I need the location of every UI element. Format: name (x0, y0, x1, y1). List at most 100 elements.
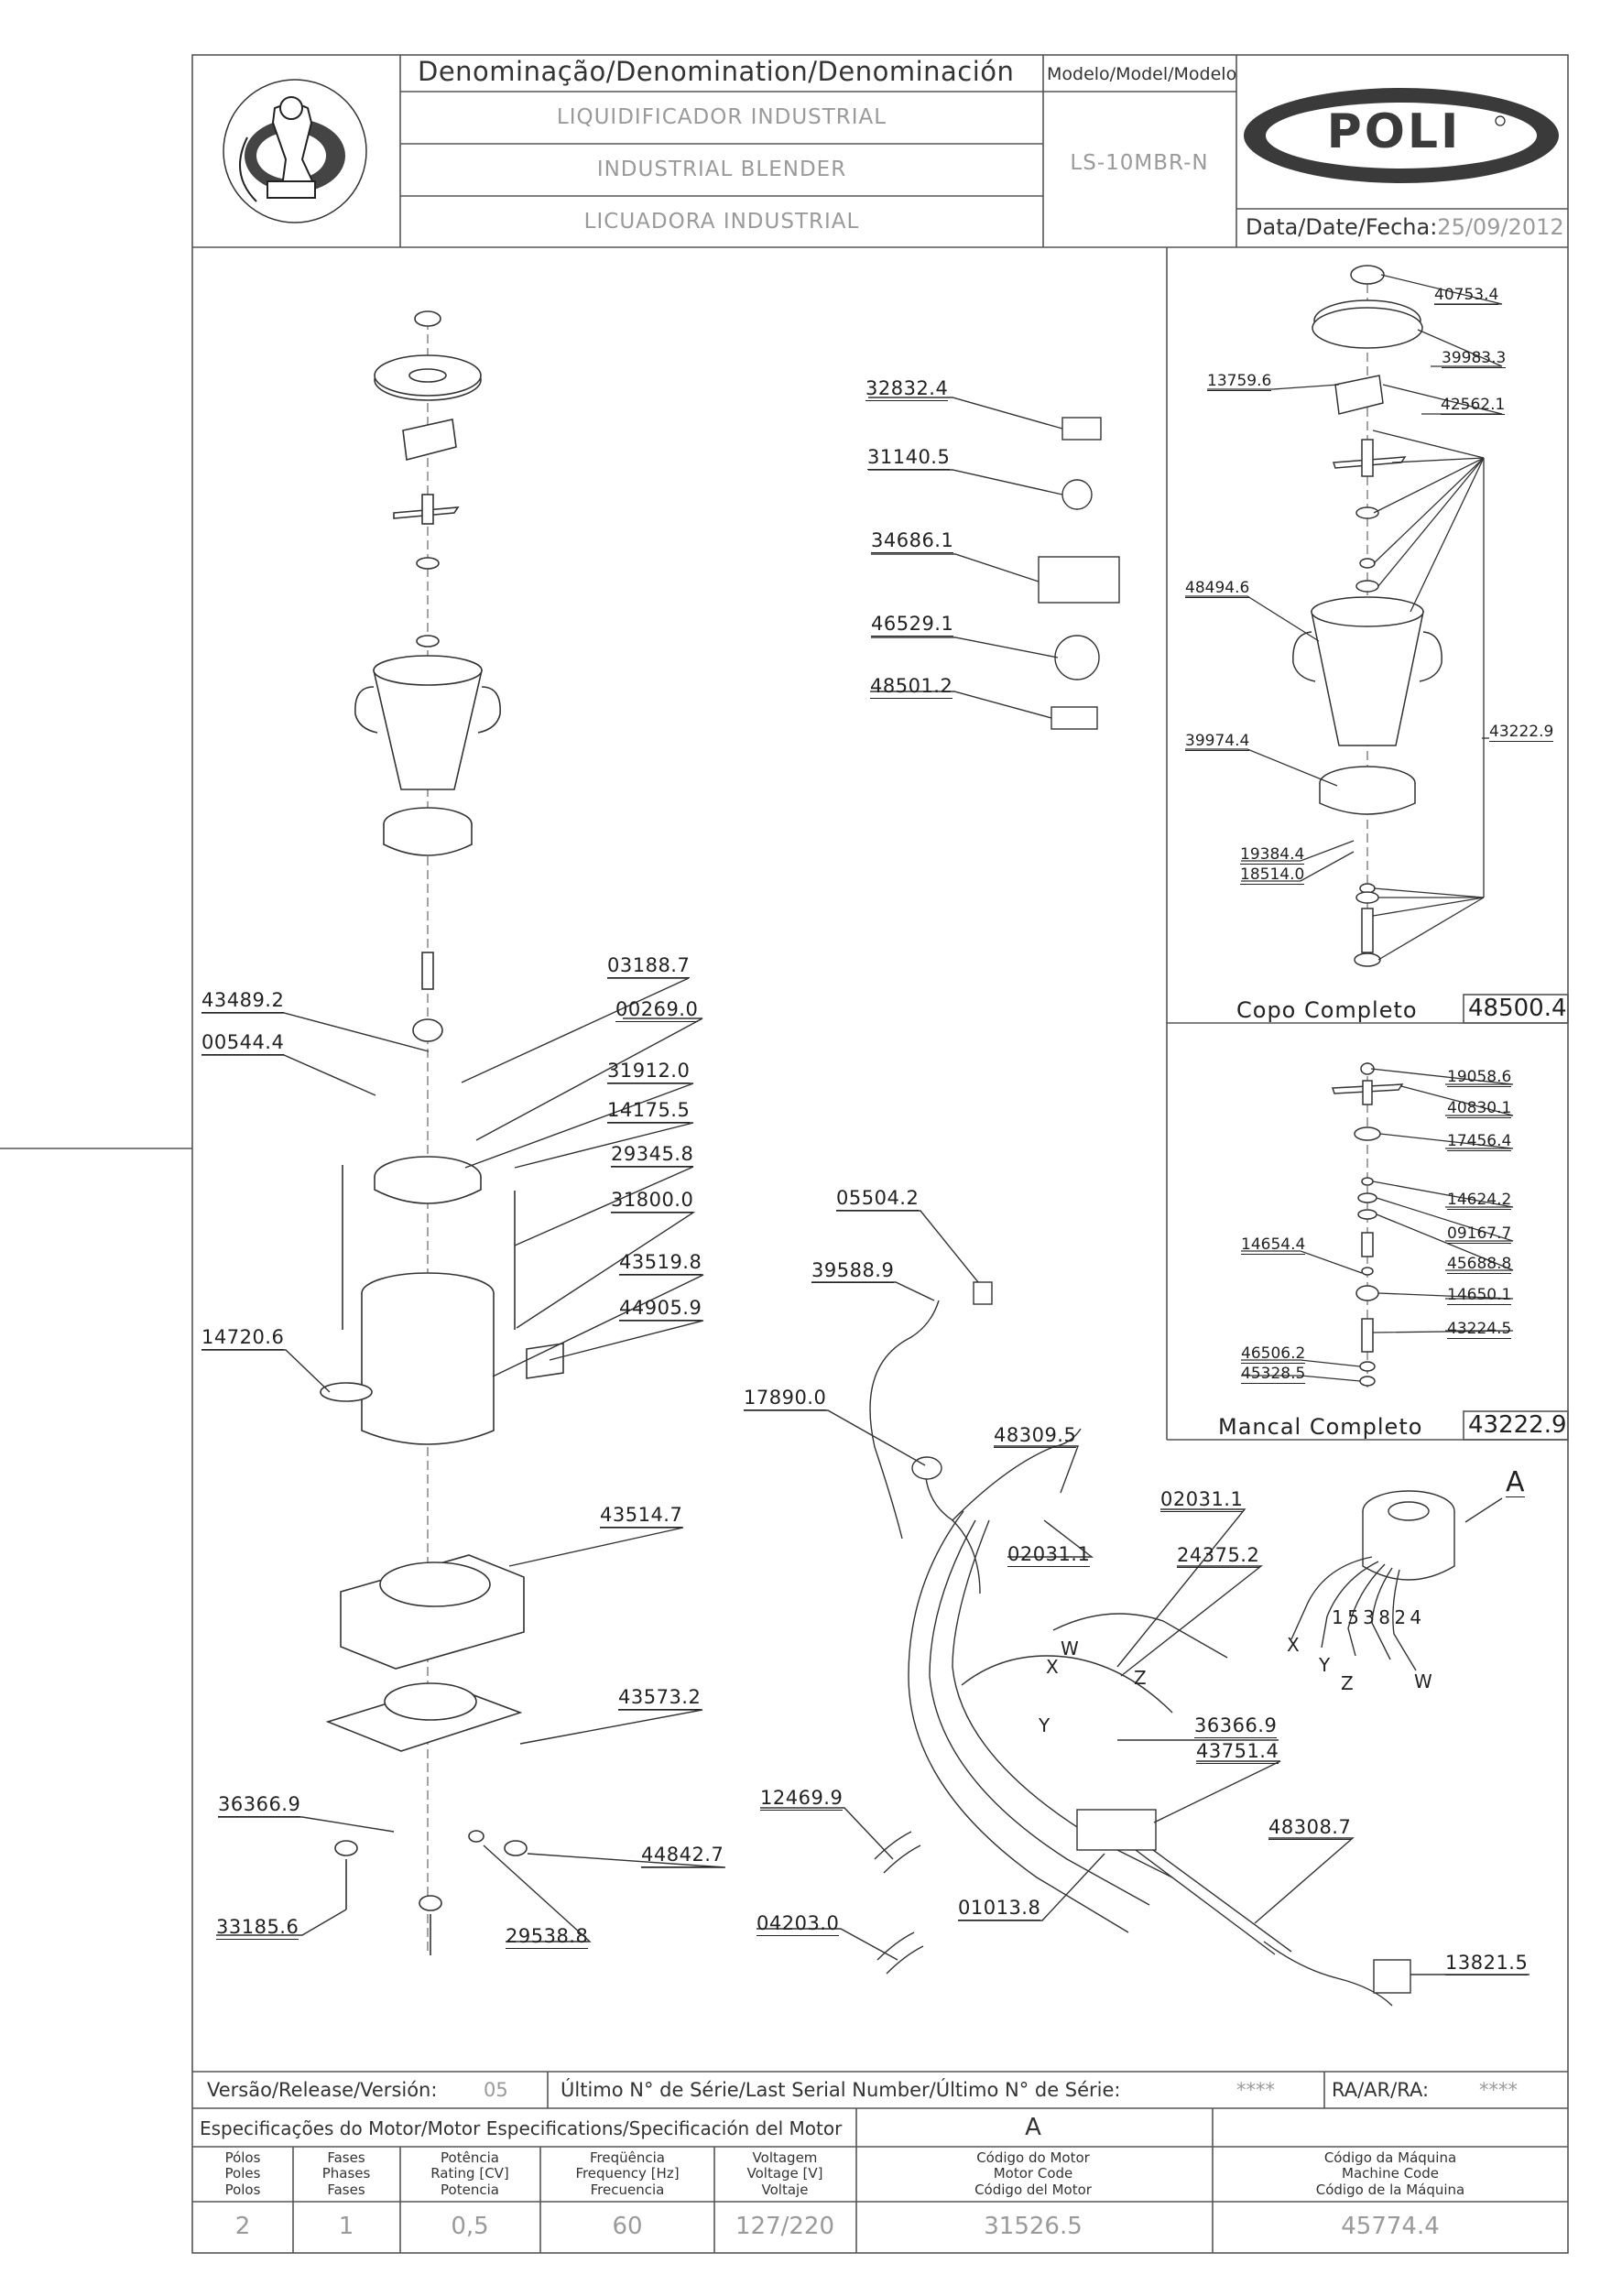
serial-value: **** (1236, 2079, 1275, 2101)
wire-w-label: W (1061, 1638, 1079, 1659)
motor-spec-marker: A (1025, 2114, 1041, 2141)
part-04203-0: 04203.0 (757, 1912, 840, 1936)
part-14650-1: 14650.1 (1447, 1286, 1512, 1305)
motor-code-header: Código do Motor Motor Code Código del Mo… (974, 2149, 1092, 2198)
copo-completo-code: 48500.4 (1468, 995, 1567, 1022)
mancal-leader-lines (1241, 1068, 1514, 1382)
model-label: Modelo/Model/Modelo (1047, 64, 1237, 84)
part-01013-8: 01013.8 (958, 1897, 1041, 1921)
part-39588-9: 39588.9 (811, 1259, 895, 1283)
motor-spec-label: Especificações do Motor/Motor Especifica… (200, 2117, 843, 2139)
serial-label: Último N° de Série/Last Serial Number/Úl… (561, 2079, 1121, 2101)
part-03188-7: 03188.7 (607, 954, 691, 978)
machine-code-value: 45774.4 (1341, 2213, 1440, 2240)
voltage-value: 127/220 (735, 2213, 835, 2240)
part-13821-5: 13821.5 (1445, 1952, 1529, 1975)
part-05504-2: 05504.2 (836, 1187, 920, 1211)
machine-code-header: Código da Máquina Machine Code Código de… (1315, 2149, 1465, 2198)
wire-z-label: Z (1134, 1667, 1147, 1689)
part-40753-4: 40753.4 (1434, 286, 1499, 305)
date-value: 25/09/2012 (1437, 214, 1564, 240)
part-43519-8: 43519.8 (619, 1251, 702, 1275)
copo-completo-drawing (1292, 265, 1442, 967)
product-name-en: INDUSTRIAL BLENDER (596, 158, 847, 181)
part-29538-8: 29538.8 (506, 1925, 589, 1949)
part-36366-9-wiring: 36366.9 (1194, 1714, 1278, 1738)
ra-label: RA/AR/RA: (1332, 2079, 1430, 2101)
motor-y-label: Y (1319, 1654, 1331, 1676)
part-19384-4: 19384.4 (1240, 845, 1305, 865)
frequency-header: Freqüência Frequency [Hz] Frecuencia (575, 2149, 680, 2198)
main-leader-lines (201, 977, 726, 1942)
wire-x-label: X (1046, 1656, 1059, 1678)
model-value: LS-10MBR-N (1070, 151, 1209, 175)
part-46506-2: 46506.2 (1241, 1344, 1306, 1364)
part-33185-6: 33185.6 (216, 1916, 299, 1940)
phases-value: 1 (338, 2213, 354, 2240)
part-14175-5: 14175.5 (607, 1099, 691, 1123)
part-14720-6: 14720.6 (201, 1326, 285, 1350)
motor-terminals: 1 5 3 8 2 4 (1332, 1606, 1421, 1628)
motor-detail-a-drawing (1290, 1490, 1503, 1671)
labels-drawing (1038, 417, 1120, 730)
power-value: 0,5 (451, 2213, 489, 2240)
part-39983-3: 39983.3 (1442, 349, 1507, 368)
part-48308-7: 48308.7 (1268, 1816, 1352, 1840)
date-line: Data/Date/Fecha:25/09/2012 (1246, 216, 1564, 238)
part-12469-9: 12469.9 (760, 1787, 844, 1811)
part-48309-5: 48309.5 (994, 1424, 1077, 1448)
denomination-label: Denominação/Denomination/Denominación (418, 56, 1015, 87)
part-17456-4: 17456.4 (1447, 1132, 1512, 1151)
part-00269-0: 00269.0 (615, 998, 699, 1022)
part-19058-6: 19058.6 (1447, 1068, 1512, 1087)
labels-leader-lines (868, 397, 1063, 719)
part-31140-5: 31140.5 (867, 446, 951, 470)
phases-header: Fases Phases Fases (321, 2149, 371, 2198)
date-label: Data/Date/Fecha: (1246, 214, 1438, 240)
frequency-value: 60 (612, 2213, 643, 2240)
part-43489-2: 43489.2 (201, 989, 285, 1013)
part-43222-9-copo: 43222.9 (1489, 723, 1554, 742)
detail-a-marker: A (1506, 1466, 1525, 1498)
part-44905-9: 44905.9 (619, 1297, 702, 1321)
part-02031-1-a: 02031.1 (1160, 1488, 1244, 1512)
voltage-header: Voltagem Voltage [V] Voltaje (746, 2149, 823, 2198)
motor-code-value: 31526.5 (984, 2213, 1083, 2240)
mancal-completo-code: 43222.9 (1468, 1411, 1567, 1439)
part-32832-4: 32832.4 (865, 377, 949, 401)
motor-x-label: X (1287, 1634, 1300, 1656)
part-14654-4: 14654.4 (1241, 1235, 1306, 1255)
motor-w-label: W (1414, 1670, 1432, 1692)
part-36366-9: 36366.9 (218, 1793, 301, 1817)
part-48494-6: 48494.6 (1185, 579, 1250, 598)
part-48501-2: 48501.2 (870, 675, 953, 699)
part-39974-4: 39974.4 (1185, 732, 1250, 751)
part-40830-1: 40830.1 (1447, 1099, 1512, 1118)
copo-completo-title: Copo Completo (1236, 997, 1418, 1023)
part-45328-5: 45328.5 (1241, 1365, 1306, 1384)
poles-header: Pólos Poles Polos (224, 2149, 261, 2198)
part-17890-0: 17890.0 (744, 1387, 827, 1410)
part-24375-2: 24375.2 (1177, 1544, 1260, 1568)
version-value: 05 (484, 2079, 508, 2101)
version-label: Versão/Release/Versión: (207, 2079, 438, 2101)
product-name-pt: LIQUIDIFICADOR INDUSTRIAL (556, 105, 887, 129)
part-43751-4: 43751.4 (1196, 1740, 1279, 1764)
wiring-drawing (869, 1281, 1411, 2007)
product-name-es: LICUADORA INDUSTRIAL (583, 210, 860, 234)
mancal-completo-drawing (1331, 1062, 1404, 1392)
part-31912-0: 31912.0 (607, 1060, 691, 1083)
part-44842-7: 44842.7 (641, 1844, 724, 1867)
part-09167-7: 09167.7 (1447, 1224, 1512, 1244)
part-34686-1: 34686.1 (871, 529, 954, 553)
part-43224-5: 43224.5 (1447, 1320, 1512, 1339)
motor-z-label: Z (1341, 1672, 1354, 1694)
part-43514-7: 43514.7 (600, 1504, 683, 1528)
part-46529-1: 46529.1 (871, 613, 954, 637)
part-42562-1: 42562.1 (1441, 396, 1506, 415)
part-14624-2: 14624.2 (1447, 1191, 1512, 1210)
poli-brand-logo (1244, 88, 1559, 183)
poles-value: 2 (234, 2213, 251, 2240)
